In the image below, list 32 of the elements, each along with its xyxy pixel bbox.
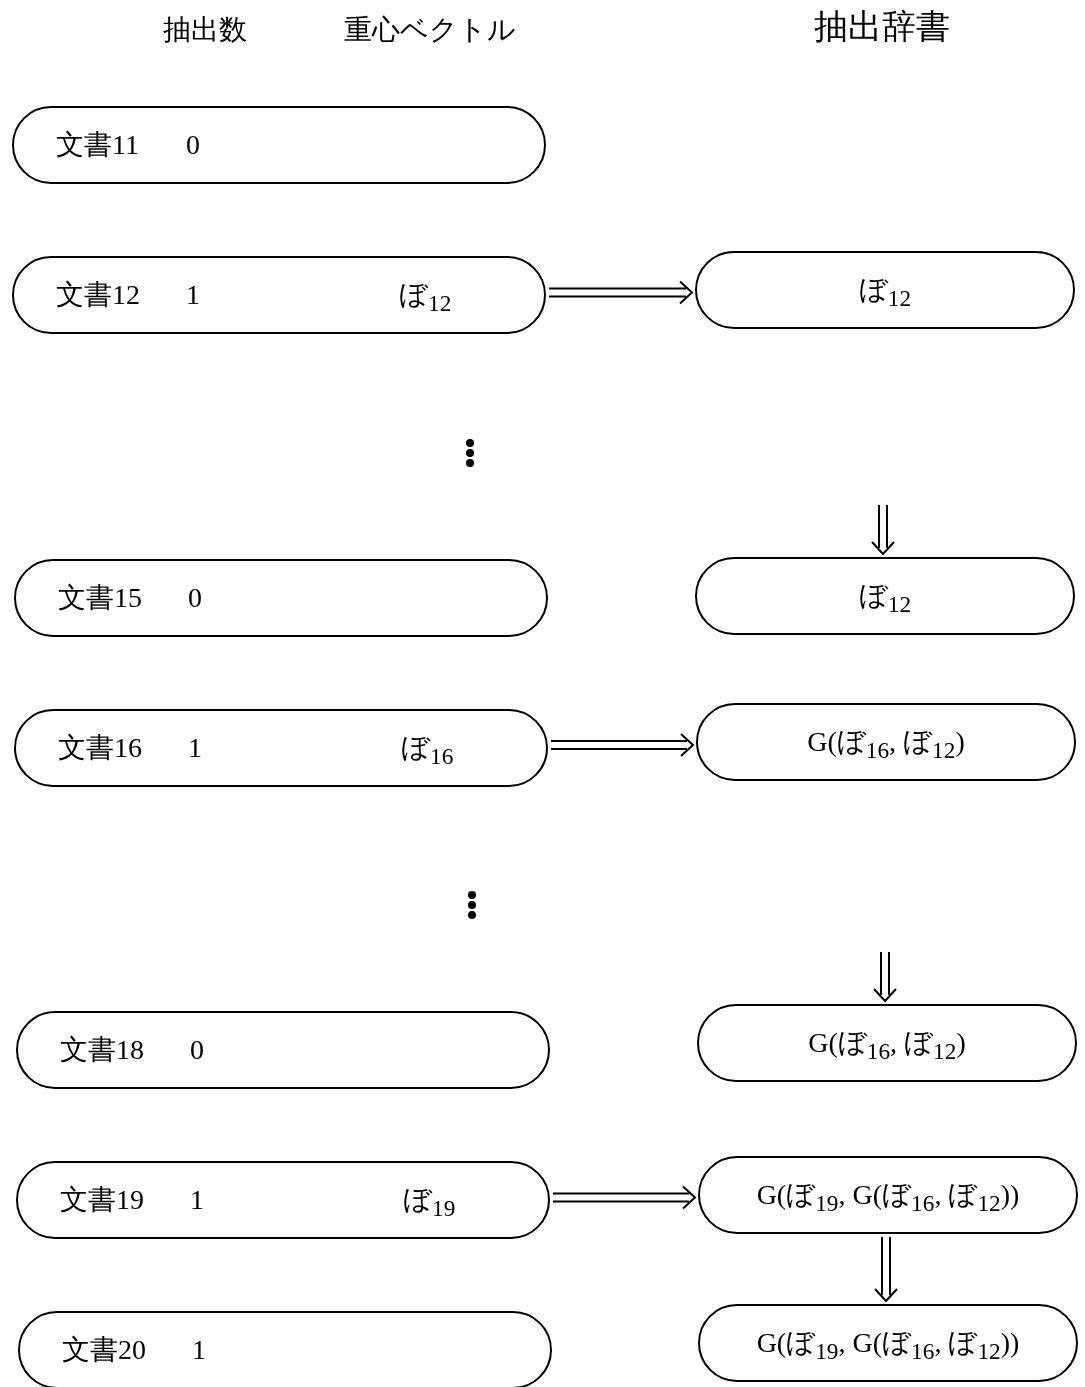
document-label: 文書15 (58, 584, 142, 612)
count-value: 0 (188, 584, 202, 612)
document-label: 文書12 (56, 281, 140, 309)
double-arrow (871, 504, 895, 556)
document-label: 文書19 (60, 1186, 144, 1214)
double-arrow (874, 1236, 898, 1303)
dictionary-entry: G(ぼ$_{16}$, ぼ$_{12}$) (806, 728, 966, 762)
dictionary-entry: G(ぼ$_{16}$, ぼ$_{12}$) (807, 1029, 967, 1063)
document-label: 文書11 (56, 131, 139, 159)
vector-label: ぼ$_{16}$ (401, 734, 454, 768)
count-value: 1 (190, 1186, 204, 1214)
column-header: 重心ベクトル (344, 16, 516, 44)
vector-label: ぼ$_{19}$ (403, 1186, 456, 1220)
count-value: 0 (186, 131, 200, 159)
document-label: 文書18 (60, 1036, 144, 1064)
double-arrow (873, 951, 897, 1003)
count-value: 1 (188, 734, 202, 762)
column-header: 抽出辞書 (814, 10, 950, 44)
count-value: 1 (192, 1336, 206, 1364)
count-value: 1 (186, 281, 200, 309)
dictionary-entry: G(ぼ$_{19}$, G(ぼ$_{16}$, ぼ$_{12}$)) (755, 1181, 1021, 1215)
document-label: 文書20 (62, 1336, 146, 1364)
document-label: 文書16 (58, 734, 142, 762)
dictionary-entry: G(ぼ$_{19}$, G(ぼ$_{16}$, ぼ$_{12}$)) (755, 1329, 1021, 1363)
count-value: 0 (190, 1036, 204, 1064)
double-arrow (548, 280, 694, 305)
dictionary-entry: ぼ$_{12}$ (857, 582, 913, 616)
column-header: 抽出数 (163, 16, 247, 44)
dictionary-entry: ぼ$_{12}$ (857, 276, 913, 310)
vector-label: ぼ$_{12}$ (399, 281, 452, 315)
double-arrow (552, 1185, 697, 1210)
double-arrow (550, 733, 695, 757)
